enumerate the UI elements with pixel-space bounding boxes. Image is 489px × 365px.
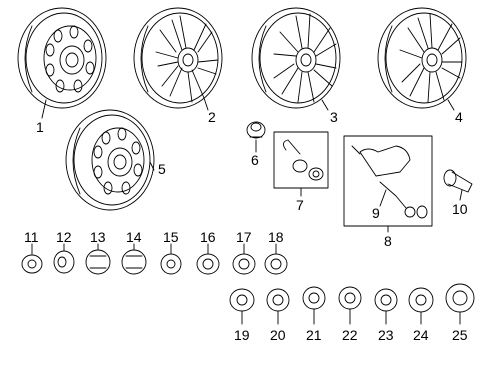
callout-23: 23 <box>378 327 394 343</box>
callout-14: 14 <box>126 229 142 245</box>
part-8-box <box>343 135 433 227</box>
callout-24: 24 <box>413 327 429 343</box>
callout-7: 7 <box>296 197 304 213</box>
callout-25: 25 <box>452 327 468 343</box>
caps-row-2 <box>229 283 475 313</box>
callout-11: 11 <box>24 229 39 245</box>
callout-2: 2 <box>208 109 216 125</box>
callout-21: 21 <box>306 327 322 343</box>
callout-18: 18 <box>268 229 284 245</box>
callout-6: 6 <box>251 152 259 168</box>
caps-row-1 <box>21 249 288 275</box>
callout-8: 8 <box>384 233 392 249</box>
callout-17: 17 <box>236 229 252 245</box>
callout-19: 19 <box>234 327 250 343</box>
wheel-3 <box>251 7 341 109</box>
wheel-5 <box>65 109 155 211</box>
callout-15: 15 <box>163 229 179 245</box>
part-7-box <box>273 131 329 189</box>
part-10-valve <box>443 169 473 193</box>
wheel-4 <box>377 7 467 109</box>
callout-13: 13 <box>90 229 106 245</box>
callout-1: 1 <box>36 119 44 135</box>
callout-4: 4 <box>455 109 463 125</box>
callout-22: 22 <box>342 327 358 343</box>
callout-3: 3 <box>330 109 338 125</box>
callout-9: 9 <box>372 205 380 221</box>
callout-10: 10 <box>452 201 468 217</box>
callout-20: 20 <box>270 327 286 343</box>
callout-12: 12 <box>56 229 72 245</box>
wheel-2 <box>133 7 223 109</box>
wheel-1 <box>17 7 107 109</box>
callout-5: 5 <box>158 161 166 177</box>
part-6-cap <box>246 121 266 139</box>
leader-lines <box>31 97 463 325</box>
callout-16: 16 <box>200 229 216 245</box>
